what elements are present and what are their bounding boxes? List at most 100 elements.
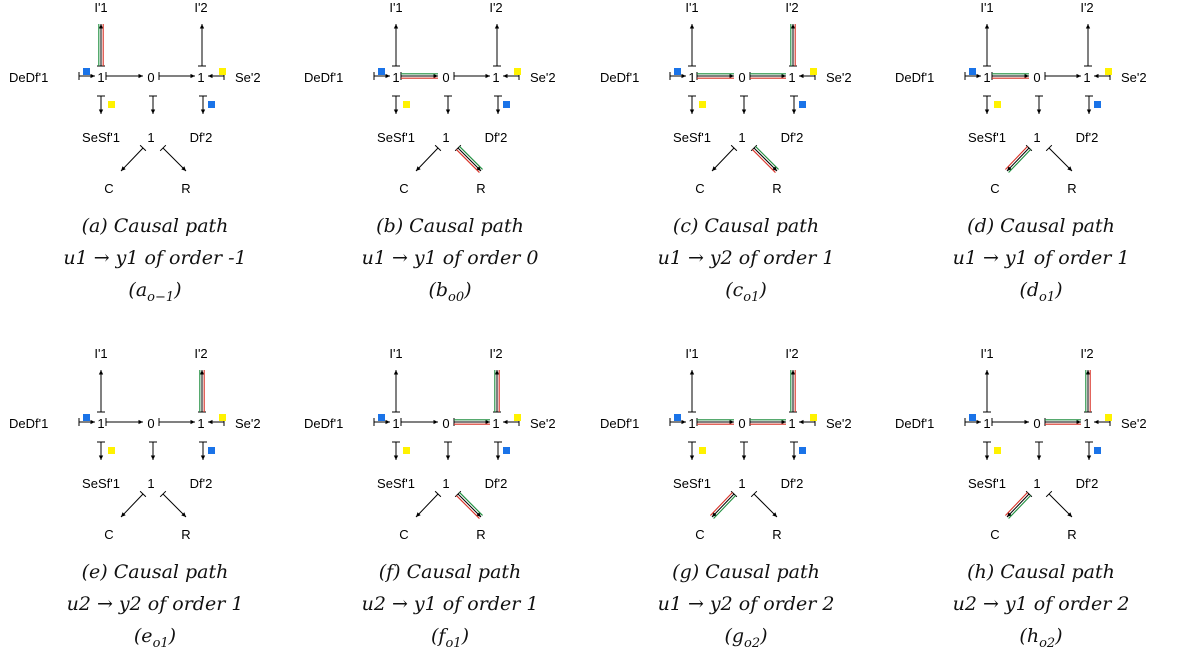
node-C: C [104,527,113,542]
node-SeSf1: SeSf'1 [673,130,711,145]
node-I2: I'2 [489,0,502,15]
bond-j1-SeSf1 [983,95,991,114]
sensor-square [403,101,410,108]
node-DeDf1: DeDf'1 [895,416,934,431]
green-path-stroke [1008,149,1031,173]
caption-path: u2 → y1 of order 2 [953,593,1130,615]
node-SeSf1: SeSf'1 [968,130,1006,145]
caption-title: (h) Causal path [967,561,1115,583]
bond-j1-j0 [696,418,734,426]
caption-symbol: (ao−1) [128,279,181,305]
node-Df2: Df'2 [781,476,804,491]
bond-C-j4 [415,490,442,518]
sensor-square [699,101,706,108]
bond-j0-j3 [749,72,786,80]
sensor-square [403,447,410,454]
bond-j1-j0 [991,418,1029,426]
green-path-stroke [713,495,736,519]
bond-C-j4 [415,144,442,172]
actuator-u1-square [378,68,385,75]
bond-I2-j3 [198,370,206,413]
node-C: C [990,527,999,542]
node-R: R [181,181,190,196]
bond-j3-Df2 [790,95,798,114]
junction-1: 1 [147,130,154,145]
bond-j4-R [454,144,482,172]
bond-j1-SeSf1 [688,95,696,114]
junction-1: 1 [492,416,499,431]
node-Df2: Df'2 [1076,476,1099,491]
bond-I2-j3 [493,370,501,413]
bond-I1-j1 [983,24,991,67]
bond-C-j4 [711,490,738,518]
node-C: C [399,527,408,542]
bond-I1-j1 [392,370,400,413]
bond-j4-R [750,490,778,518]
node-Df2: Df'2 [781,130,804,145]
bond-I1-j1 [688,24,696,67]
bond-C-j4 [120,490,147,518]
node-SeSf1: SeSf'1 [377,130,415,145]
node-I2: I'2 [489,346,502,361]
bond-j0-j4 [149,95,157,114]
actuator-u1-square [83,414,90,421]
bond-I1-j1 [97,370,105,413]
actuator-u1-square [674,414,681,421]
junction-1: 1 [738,130,745,145]
node-I1: I'1 [685,346,698,361]
node-I2: I'2 [194,0,207,15]
bond-j0-j3 [1044,418,1081,426]
node-Se2: Se'2 [530,416,556,431]
caption-path: u2 → y2 of order 1 [67,593,244,615]
green-path-stroke [1008,495,1031,519]
actuator-square [503,447,510,454]
sensor-square [108,447,115,454]
sensor-square [1105,414,1112,421]
bond-j1-SeSf1 [392,441,400,460]
node-Se2: Se'2 [530,70,556,85]
sensor-square [219,414,226,421]
bond-I2-j3 [1084,370,1092,413]
caption-symbol: (go2) [724,625,767,651]
actuator-square [503,101,510,108]
junction-0: 0 [442,70,449,85]
bond-j0-j4 [149,441,157,460]
bond-I2-j3 [493,24,501,67]
bond-I1-j1 [983,370,991,413]
junction-1: 1 [97,70,104,85]
bond-j1-j0 [400,418,438,426]
caption-path: u1 → y2 of order 2 [658,593,835,615]
junction-1: 1 [197,70,204,85]
caption-path: u2 → y1 of order 1 [362,593,539,615]
bond-j4-R [1045,490,1073,518]
bond-j0-j3 [749,418,786,426]
node-Se2: Se'2 [235,416,261,431]
bond-j4-R [750,144,778,172]
bond-j0-j4 [444,441,452,460]
bond-DeDf1-j1 [78,418,95,426]
sensor-square [810,414,817,421]
bond-DeDf1-j1 [373,72,390,80]
bond-j0-j3 [158,418,195,426]
bond-j0-j4 [444,95,452,114]
bond-j3-Df2 [494,441,502,460]
bond-j0-j3 [158,72,195,80]
node-I2: I'2 [1080,0,1093,15]
red-path-stroke [710,492,733,516]
red-path-stroke [456,149,480,173]
actuator-square [799,101,806,108]
node-Df2: Df'2 [485,476,508,491]
caption-symbol: (co1) [725,279,767,305]
bond-I1-j1 [392,24,400,67]
node-I2: I'2 [785,0,798,15]
bond-I2-j3 [789,370,797,413]
junction-1: 1 [442,476,449,491]
junction-1: 1 [1033,476,1040,491]
